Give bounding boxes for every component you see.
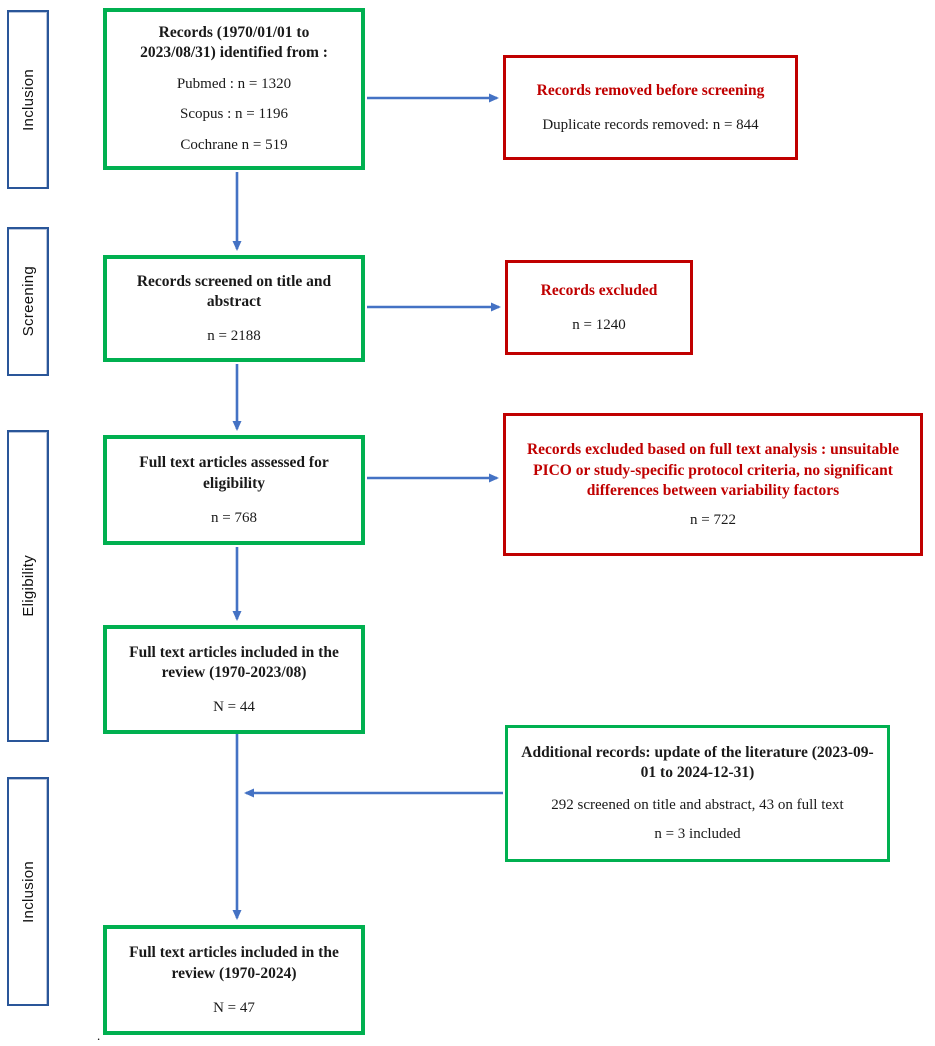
box-records-removed: Records removed before screening Duplica… (503, 55, 798, 160)
box-count: n = 768 (211, 509, 257, 526)
box-title: Records (1970/01/01 to 2023/08/31) ident… (140, 23, 328, 62)
box-records-screened: Records screened on title and abstract n… (103, 255, 365, 362)
box-included-final: Full text articles included in the revie… (103, 925, 365, 1035)
footnote-dot: . (97, 1028, 101, 1043)
stage-label-text: Inclusion (19, 68, 37, 131)
box-title: Records excluded (540, 281, 658, 299)
box-title: Records excluded based on full text anal… (526, 441, 900, 500)
box-title: Records screened on title and abstract (136, 272, 332, 310)
box-title: Additional records: update of the litera… (521, 743, 874, 781)
box-count: N = 47 (213, 999, 255, 1016)
stage-label-text: Screening (19, 266, 37, 337)
stage-label-inclusion-top: Inclusion (7, 10, 49, 189)
box-count: n = 722 (690, 511, 736, 528)
stage-label-text: Eligibility (19, 555, 37, 617)
box-fulltext-excluded: Records excluded based on full text anal… (503, 413, 923, 556)
stage-label-inclusion-bottom: Inclusion (7, 777, 49, 1006)
additional-screened-line: 292 screened on title and abstract, 43 o… (551, 797, 844, 814)
box-fulltext-assessed: Full text articles assessed for eligibil… (103, 435, 365, 545)
stage-label-screening: Screening (7, 227, 49, 376)
box-title: Records removed before screening (536, 81, 765, 99)
box-included-first: Full text articles included in the revie… (103, 625, 365, 734)
box-count: n = 2188 (207, 328, 261, 345)
source-count-pubmed: Pubmed : n = 1320 (176, 75, 292, 92)
box-title: Full text articles included in the revie… (129, 944, 339, 982)
box-line: Duplicate records removed: n = 844 (542, 117, 759, 134)
source-count-cochrane: Cochrane n = 519 (180, 136, 288, 153)
box-count: n = 1240 (572, 317, 626, 334)
box-records-excluded: Records excluded n = 1240 (505, 260, 693, 355)
stage-label-eligibility: Eligibility (7, 430, 49, 742)
box-count: N = 44 (213, 699, 255, 716)
box-title: Full text articles included in the revie… (129, 643, 339, 681)
source-count-scopus: Scopus : n = 1196 (180, 106, 288, 123)
box-title: Full text articles assessed for eligibil… (139, 454, 329, 492)
box-records-identified: Records (1970/01/01 to 2023/08/31) ident… (103, 8, 365, 170)
box-additional-records: Additional records: update of the litera… (505, 725, 890, 862)
stage-label-text: Inclusion (19, 860, 37, 923)
additional-included-line: n = 3 included (654, 825, 741, 842)
